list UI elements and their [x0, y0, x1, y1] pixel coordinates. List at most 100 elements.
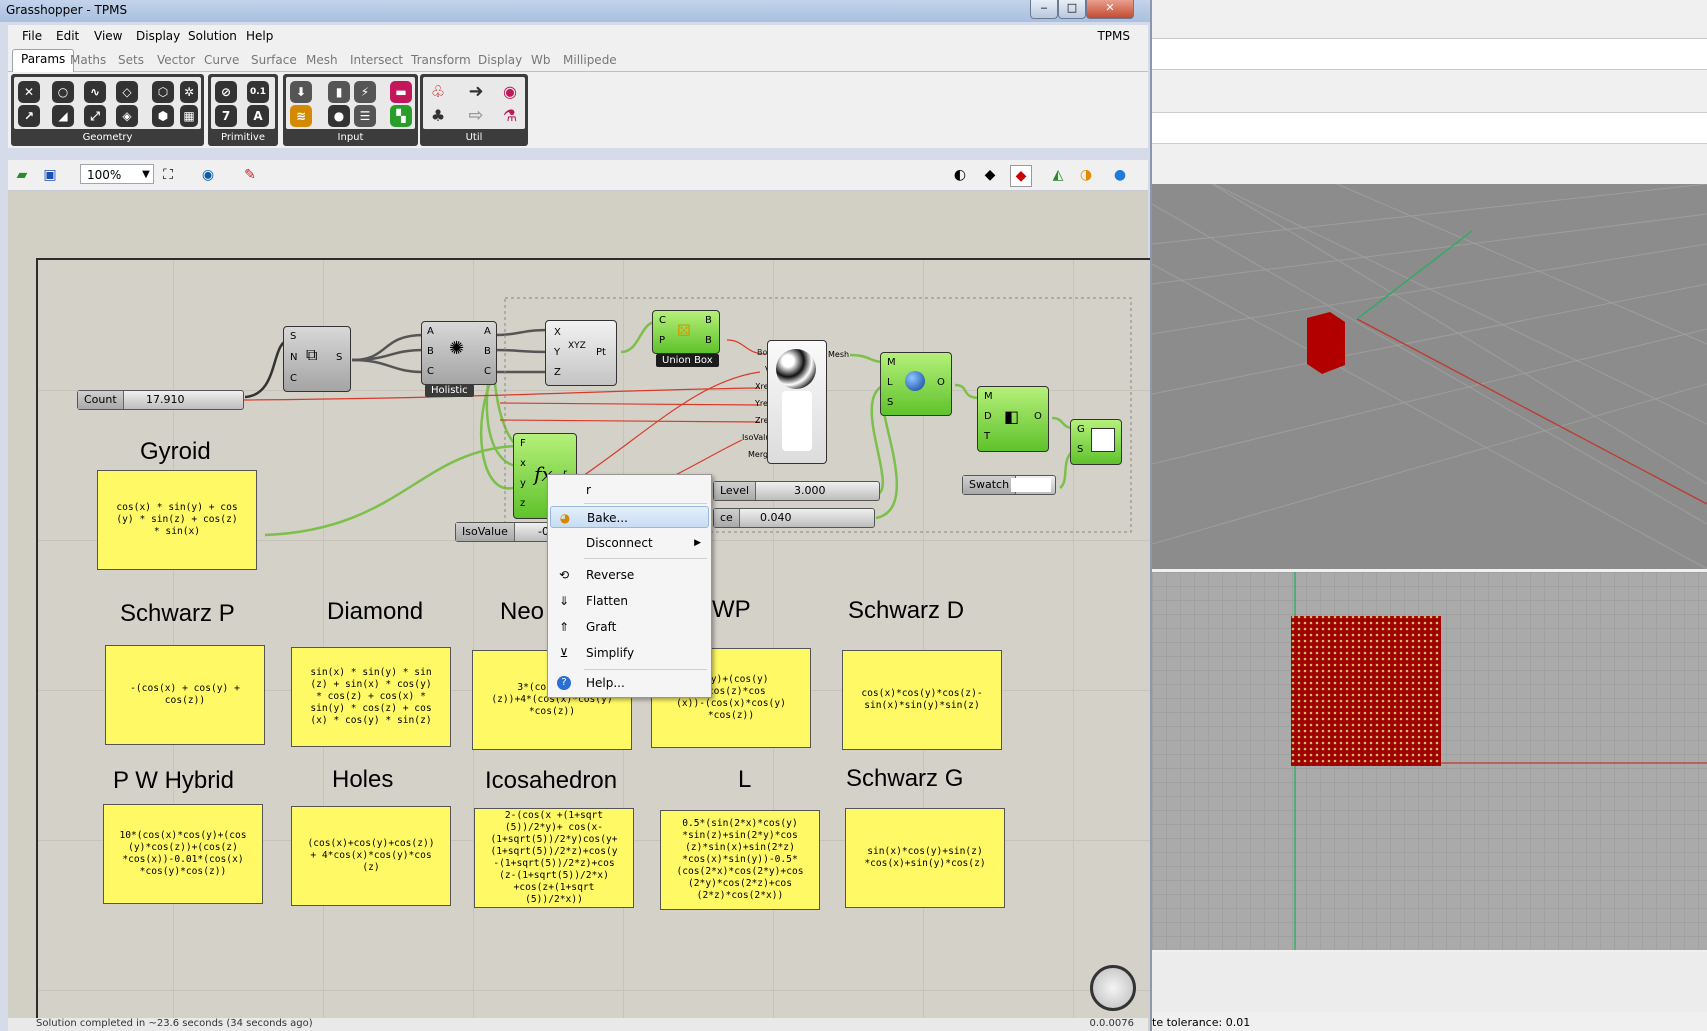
point-out-pt[interactable]: Pt	[596, 347, 606, 358]
preview-wire-icon[interactable]: ◆	[984, 167, 996, 183]
panel-holes[interactable]: (cos(x)+cos(y)+cos(z)) + 4*cos(x)*cos(y)…	[291, 806, 451, 906]
display-component[interactable]: M D T O ◧	[977, 386, 1049, 452]
circle-param-icon[interactable]: ○	[52, 81, 74, 103]
panel-pw-hybrid[interactable]: 10*(cos(x)*cos(y)+(cos (y)*cos(z))+(cos(…	[103, 804, 263, 904]
panel-schwarz-d[interactable]: cos(x)*cos(y)*cos(z)- sin(x)*sin(y)*sin(…	[842, 650, 1002, 750]
construct-point-component[interactable]: X Y Z Pt XYZ	[545, 320, 617, 386]
eye-icon[interactable]: ◉	[201, 167, 215, 183]
maximize-button[interactable]: □	[1058, 0, 1086, 19]
zoom-select[interactable]: 100%	[80, 164, 154, 184]
arrow-outline-icon[interactable]: ⇨	[468, 105, 484, 126]
button-icon[interactable]: ●	[328, 105, 350, 127]
cherry-picker-icon[interactable]: ♧	[430, 82, 446, 101]
perspective-viewport[interactable]	[1152, 184, 1707, 569]
tab-params[interactable]: Params	[12, 49, 75, 72]
panel-gyroid[interactable]: cos(x) * sin(y) + cos (y) * sin(z) + cos…	[97, 470, 257, 570]
meshop-out-o[interactable]: O	[937, 377, 945, 388]
panel-diamond[interactable]: sin(x) * sin(y) * sin (z) + sin(x) * cos…	[291, 647, 451, 747]
holistic-out-a[interactable]: A	[484, 326, 491, 337]
rectangle-param-icon[interactable]: ◈	[116, 105, 138, 127]
field-param-icon[interactable]: ▦	[180, 105, 198, 127]
series-output[interactable]: S	[336, 352, 343, 363]
fx-in-x[interactable]: x	[520, 458, 526, 469]
preview-off-icon[interactable]: ◐	[953, 167, 967, 183]
menu-item-simplify[interactable]: ⊻ Simplify	[550, 642, 709, 664]
tab-maths[interactable]: Maths	[70, 53, 107, 67]
panel-schwarz-p[interactable]: -(cos(x) + cos(y) + cos(z))	[105, 645, 265, 745]
zoom-extents-icon[interactable]: ⛶	[163, 167, 173, 183]
sketch-icon[interactable]: ✎	[244, 167, 256, 183]
meshop-in-m[interactable]: M	[887, 357, 896, 368]
curve-param-icon[interactable]: ∿	[84, 81, 106, 103]
iso-out-mesh[interactable]: Mesh	[828, 350, 850, 359]
series-input-c[interactable]: C	[290, 373, 297, 384]
iso-in-merge[interactable]: Merge	[748, 450, 773, 459]
isosurface-component[interactable]	[767, 340, 827, 464]
menu-item-reverse[interactable]: ⟲ Reverse	[550, 564, 709, 586]
point-param-icon[interactable]: ✕	[18, 81, 40, 103]
import-icon[interactable]: ⬇	[290, 81, 312, 103]
unionbox-in-p[interactable]: P	[659, 335, 666, 346]
tab-curve[interactable]: Curve	[204, 53, 240, 67]
menu-file[interactable]: File	[22, 29, 43, 43]
menu-solution[interactable]: Solution	[188, 29, 237, 43]
text-param-icon[interactable]: A	[247, 105, 269, 127]
integer-param-icon[interactable]: 7	[215, 105, 237, 127]
point-in-z[interactable]: Z	[554, 367, 561, 378]
display-in-m[interactable]: M	[984, 391, 993, 402]
preview-shaded-icon[interactable]: ◆	[1010, 165, 1032, 187]
menu-item-bake[interactable]: ◕ Bake...	[550, 506, 709, 528]
holistic-out-b[interactable]: B	[484, 346, 491, 357]
series-input-s[interactable]: S	[290, 331, 297, 342]
preview-selected-icon[interactable]: ◭	[1052, 167, 1064, 183]
menu-item-help[interactable]: ? Help...	[550, 672, 709, 694]
menu-display[interactable]: Display	[136, 29, 181, 43]
point-in-x[interactable]: X	[554, 327, 561, 338]
tab-millipede[interactable]: Millipede	[563, 53, 617, 67]
point-in-y[interactable]: Y	[554, 347, 561, 358]
menu-item-flatten[interactable]: ⇓ Flatten	[550, 590, 709, 612]
fx-in-f[interactable]: F	[520, 438, 526, 449]
display-in-t[interactable]: T	[984, 431, 991, 442]
holistic-in-b[interactable]: B	[427, 346, 434, 357]
line-param-icon[interactable]: ⤢	[84, 105, 106, 127]
count-slider[interactable]: Count 17.910	[77, 390, 244, 410]
menu-item-graft[interactable]: ⇑ Graft	[550, 616, 709, 638]
mesh-param-icon[interactable]: ✲	[180, 81, 198, 103]
panel-schwarz-g[interactable]: sin(x)*cos(y)+sin(z) *cos(x)+sin(y)*cos(…	[845, 808, 1005, 908]
graph-mapper-icon[interactable]: ≋	[290, 105, 312, 127]
holistic-in-c[interactable]: C	[427, 366, 434, 377]
holistic-out-c[interactable]: C	[484, 366, 491, 377]
panel-io-icon[interactable]: ⚡	[354, 81, 376, 103]
mesh-colour-component[interactable]: M L S O	[880, 352, 952, 416]
preview-in-s[interactable]: S	[1077, 444, 1084, 455]
toggle-icon[interactable]: ▮	[328, 81, 350, 103]
level-slider[interactable]: Level 3.000	[713, 481, 880, 501]
panel-icosahedron[interactable]: 2-(cos(x +(1+sqrt (5))/2*y)+ cos(x- (1+s…	[474, 808, 634, 908]
flask-icon[interactable]: ⚗	[502, 106, 518, 125]
tab-vector[interactable]: Vector	[157, 53, 196, 67]
tab-transform[interactable]: Transform	[411, 53, 471, 67]
relay-icon[interactable]: ➜	[468, 81, 484, 102]
surface-param-icon[interactable]: ◇	[116, 81, 138, 103]
rhino-command-line[interactable]	[1152, 38, 1707, 70]
isovalue-slider[interactable]: IsoValue -0.	[455, 522, 557, 542]
fx-out-r[interactable]: r	[563, 468, 567, 479]
tab-surface[interactable]: Surface	[251, 53, 297, 67]
colour-swatch[interactable]: Swatch	[962, 475, 1056, 495]
iso-in-yres[interactable]: Yres	[755, 399, 773, 408]
menu-edit[interactable]: Edit	[56, 29, 80, 43]
slider-icon[interactable]: ▬	[390, 81, 412, 103]
holistic-in-a[interactable]: A	[427, 326, 434, 337]
meshop-in-l[interactable]: L	[887, 377, 893, 388]
menu-view[interactable]: View	[94, 29, 123, 43]
box-param-icon[interactable]: ⬢	[152, 105, 174, 127]
unionbox-out-b1[interactable]: B	[705, 315, 712, 326]
menu-help[interactable]: Help	[246, 29, 274, 43]
brep-param-icon[interactable]: ⬡	[152, 81, 174, 103]
union-box-component[interactable]: C P B B ⚄	[652, 310, 720, 354]
open-file-icon[interactable]: ▰	[16, 167, 28, 183]
unionbox-out-b2[interactable]: B	[705, 335, 712, 346]
preview-in-g[interactable]: G	[1077, 424, 1085, 435]
menu-item-disconnect[interactable]: Disconnect ▶	[550, 532, 709, 554]
